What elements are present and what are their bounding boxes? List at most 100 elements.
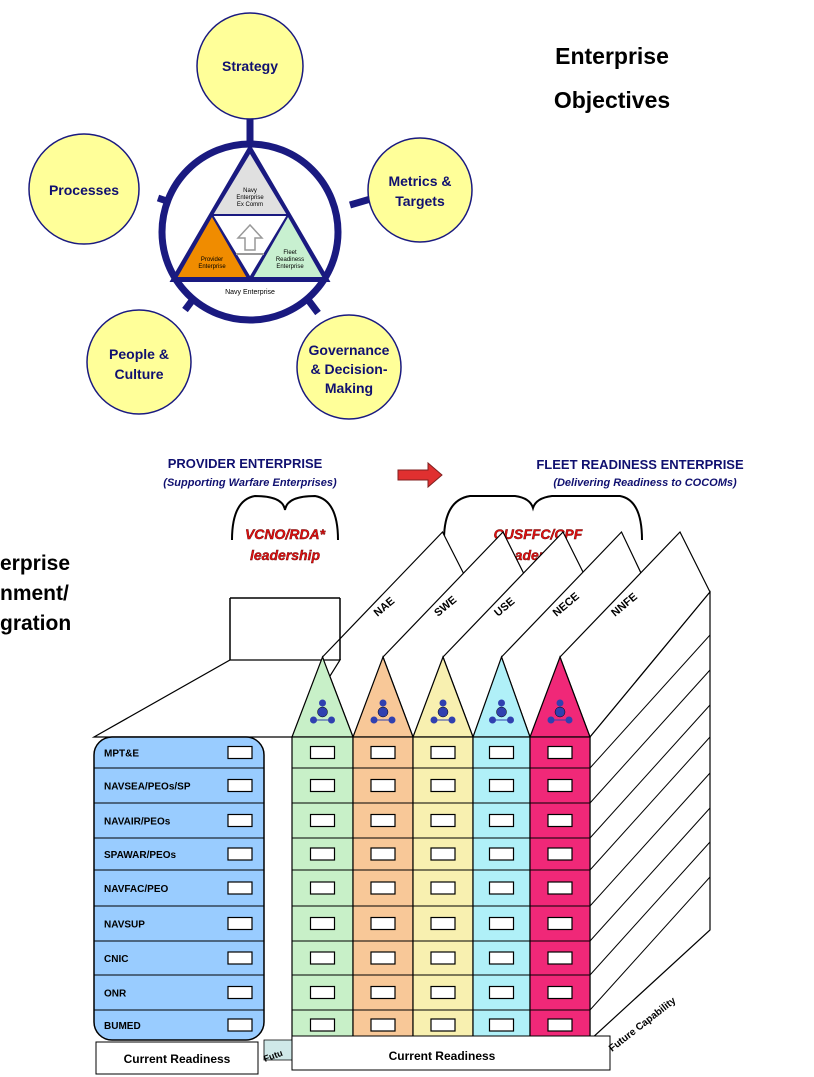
matrix-cell xyxy=(430,847,456,861)
matrix-cell xyxy=(488,778,515,793)
network-node-icon xyxy=(379,699,387,707)
matrix-cell xyxy=(430,951,456,965)
objectives-title-1: Enterprise xyxy=(555,43,669,69)
matrix-cell xyxy=(309,951,336,965)
triangle-left-label-2: Enterprise xyxy=(198,264,226,270)
matrix-cell xyxy=(309,1018,336,1032)
matrix-cell xyxy=(370,813,396,828)
matrix-cell xyxy=(370,985,396,1000)
side-wall-divider xyxy=(589,841,711,976)
strategy-label: Strategy xyxy=(222,58,278,74)
alignment-label-2: nment/ xyxy=(0,582,69,605)
matrix-cell xyxy=(309,847,336,861)
metrics-label-1: Metrics & xyxy=(388,173,451,189)
provider-title: PROVIDER ENTERPRISE xyxy=(168,456,323,471)
provider-cell xyxy=(227,951,253,965)
metrics-circle xyxy=(367,137,473,243)
provider-leader-1: VCNO/RDA* xyxy=(245,526,326,542)
matrix-cell xyxy=(309,813,336,828)
alignment-label-3: gration xyxy=(0,612,71,635)
matrix-cell xyxy=(547,951,573,965)
navy-enterprise-label: Navy Enterprise xyxy=(225,289,275,296)
triangle-right-label-2: Readiness xyxy=(276,257,304,263)
network-node-icon xyxy=(319,699,326,707)
objectives-diagram: Navy Enterprise Ex Comm Provider Enterpr… xyxy=(28,12,473,420)
up-arrow-icon xyxy=(236,223,264,255)
matrix-cell xyxy=(547,813,573,828)
matrix-cell xyxy=(370,916,396,931)
fleet-brace xyxy=(443,495,643,541)
provider-subtitle: (Supporting Warfare Enterprises) xyxy=(163,477,337,489)
matrix-cell xyxy=(309,916,336,931)
matrix-cell xyxy=(309,745,336,760)
provider-cell xyxy=(227,1018,253,1032)
matrix-cell xyxy=(547,881,573,895)
network-node-icon xyxy=(496,706,507,718)
metrics-label-2: Targets xyxy=(395,193,445,209)
provider-row-label: SPAWAR/PEOs xyxy=(104,850,176,861)
right-readiness-label: Current Readiness xyxy=(389,1049,496,1063)
matrix-cell xyxy=(370,847,396,861)
provider-cell xyxy=(227,745,253,760)
processes-circle xyxy=(28,133,140,245)
side-wall-divider xyxy=(589,876,711,1011)
matrix-cell xyxy=(370,881,396,895)
triangle-top-label-1: Navy xyxy=(243,188,257,194)
provider-row-label: NAVAIR/PEOs xyxy=(104,817,171,828)
matrix-cell xyxy=(370,1018,396,1032)
governance-label-1: Governance xyxy=(309,342,390,358)
network-node-icon xyxy=(317,706,328,718)
matrix-cell xyxy=(370,745,396,760)
people-label-2: Culture xyxy=(115,366,164,382)
matrix-cell xyxy=(547,745,573,760)
provider-row-label: NAVFAC/PEO xyxy=(104,884,168,895)
matrix-cell xyxy=(309,985,336,1000)
fleet-subtitle: (Delivering Readiness to COCOMs) xyxy=(553,477,737,489)
matrix-cell xyxy=(430,916,456,931)
right-arrow-icon xyxy=(397,461,443,489)
side-wall-divider xyxy=(589,704,711,839)
matrix-cell xyxy=(488,813,515,828)
left-readiness-box xyxy=(95,1041,259,1075)
people-label-1: People & xyxy=(109,346,169,362)
network-node-icon xyxy=(498,699,505,707)
matrix-cell xyxy=(430,881,456,895)
matrix-cell xyxy=(370,778,396,793)
matrix-cell xyxy=(547,985,573,1000)
right-readiness-box xyxy=(291,1035,611,1071)
governance-label-3: Making xyxy=(325,380,373,396)
network-node-icon xyxy=(377,706,389,718)
provider-leader-2: leadership xyxy=(250,547,320,563)
provider-row-label: BUMED xyxy=(104,1021,141,1032)
triangle-right-label-3: Enterprise xyxy=(276,264,304,270)
matrix-cell xyxy=(488,745,515,760)
network-node-icon xyxy=(554,706,566,718)
triangle-left-label-1: Provider xyxy=(201,257,223,263)
matrix-cell xyxy=(430,985,456,1000)
network-node-icon xyxy=(437,706,449,718)
triangle-top-label-3: Ex Comm xyxy=(237,202,263,208)
left-readiness-label: Current Readiness xyxy=(124,1052,231,1066)
triangle-right-label-1: Fleet xyxy=(283,250,297,256)
processes-label: Processes xyxy=(49,182,119,198)
matrix-cell xyxy=(547,847,573,861)
matrix-cell xyxy=(488,1018,515,1032)
matrix-cell xyxy=(488,847,515,861)
matrix-cell xyxy=(488,985,515,1000)
provider-brace xyxy=(231,494,339,541)
side-wall-divider xyxy=(589,736,711,871)
provider-cell xyxy=(227,847,253,861)
strategy-circle xyxy=(196,12,304,120)
provider-row-label: NAVSUP xyxy=(104,920,145,931)
network-node-icon xyxy=(556,699,564,707)
provider-row-label: NAVSEA/PEOs/SP xyxy=(104,782,191,793)
governance-circle xyxy=(296,314,402,420)
provider-cell xyxy=(227,985,253,1000)
matrix-cell xyxy=(488,881,515,895)
side-wall-divider xyxy=(589,807,711,942)
alignment-label-1: erprise xyxy=(0,552,70,575)
fleet-title: FLEET READINESS ENTERPRISE xyxy=(536,457,744,472)
side-wall-divider xyxy=(589,669,711,804)
